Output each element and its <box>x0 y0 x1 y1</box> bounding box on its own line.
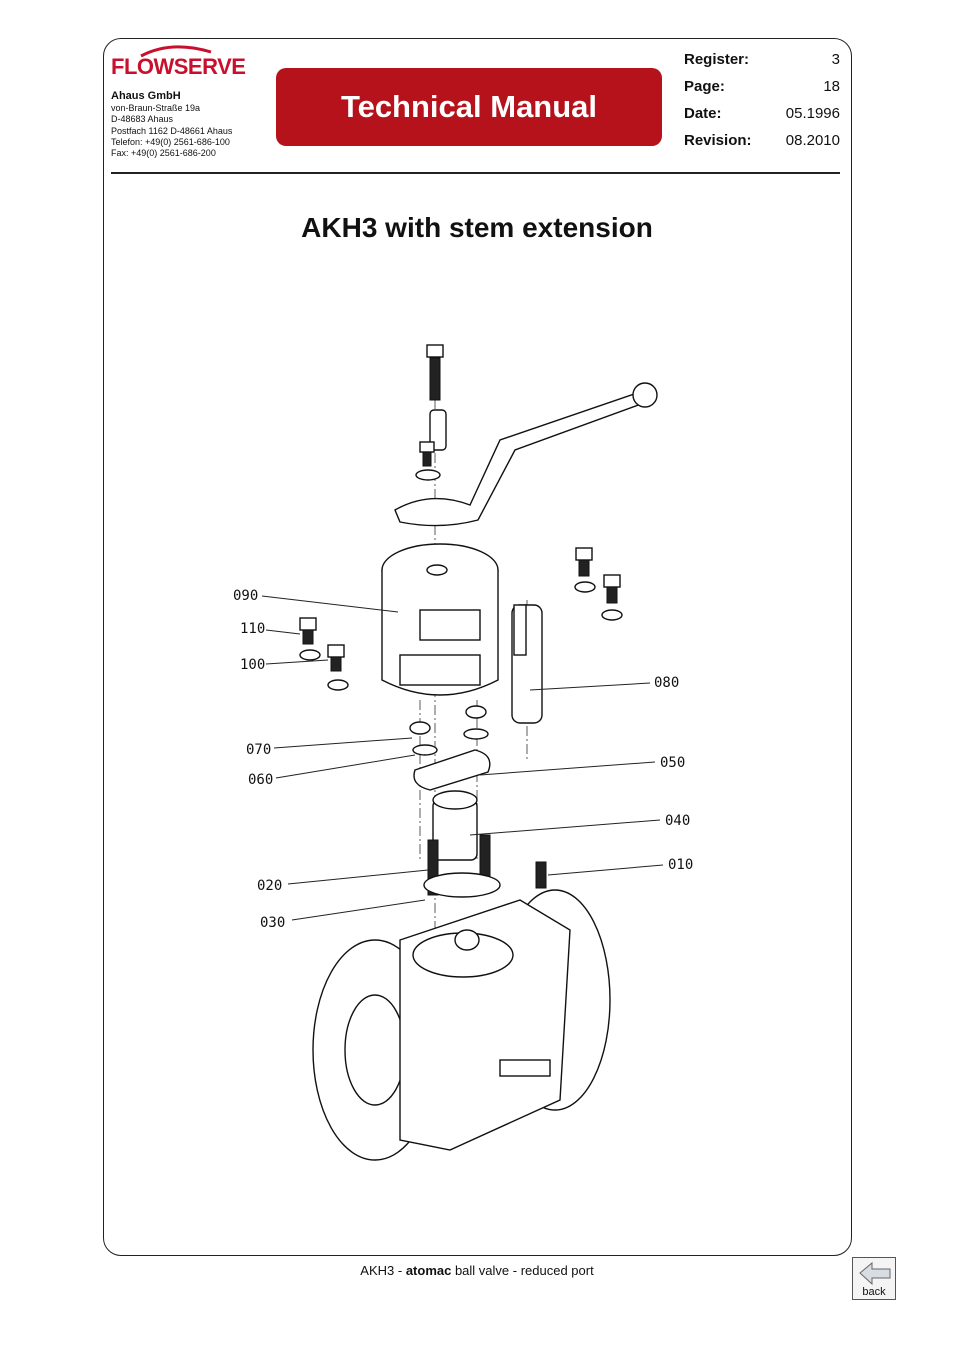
back-label: back <box>862 1286 886 1298</box>
callout-label: 080 <box>654 675 679 691</box>
company-name: Ahaus GmbH <box>111 90 181 102</box>
arrow-left-icon <box>859 1261 891 1286</box>
manual-banner: Technical Manual <box>276 68 662 146</box>
document-meta: Register: 3 Page: 18 Date: 05.1996 Revision… <box>684 46 840 154</box>
callout-label: 020 <box>257 878 282 894</box>
meta-label: Register: <box>684 51 750 68</box>
meta-row-register: Register: 3 <box>684 46 840 73</box>
footer-suffix: ball valve - reduced port <box>451 1263 594 1278</box>
company-address: Ahaus GmbH von-Braun-Straße 19a D-48683 … <box>111 90 232 159</box>
meta-row-page: Page: 18 <box>684 73 840 100</box>
page-footer: AKH3 - atomac ball valve - reduced port <box>0 1263 954 1278</box>
meta-value: 18 <box>823 78 840 95</box>
footer-prefix: AKH3 - <box>360 1263 406 1278</box>
flowserve-logo: FLOWSERVE <box>111 54 246 79</box>
address-line: D-48683 Ahaus <box>111 114 174 125</box>
page-frame <box>103 38 852 1256</box>
callout-label: 050 <box>660 755 685 771</box>
logo-swoosh-icon <box>140 45 212 58</box>
callout-label: 010 <box>668 857 693 873</box>
callout-label: 090 <box>233 588 258 604</box>
meta-label: Page: <box>684 78 725 95</box>
callout-label: 060 <box>248 772 273 788</box>
footer-brand: atomac <box>405 1263 452 1278</box>
fax-line: Fax: +49(0) 2561-686-200 <box>111 148 216 159</box>
meta-row-date: Date: 05.1996 <box>684 100 840 127</box>
meta-value: 08.2010 <box>785 132 840 149</box>
callout-label: 070 <box>246 742 271 758</box>
callout-label: 110 <box>240 621 265 637</box>
page-title: AKH3 with stem extension <box>301 212 653 243</box>
address-line: Postfach 1162 D-48661 Ahaus <box>111 125 233 136</box>
callout-label: 040 <box>665 813 690 829</box>
address-line: von-Braun-Straße 19a <box>111 103 201 113</box>
callout-label: 100 <box>240 657 265 673</box>
meta-row-revision: Revision: 08.2010 <box>684 127 840 154</box>
meta-value: 3 <box>831 51 840 68</box>
phone-line: Telefon: +49(0) 2561-686-100 <box>111 136 230 147</box>
meta-label: Revision: <box>684 132 752 149</box>
back-button[interactable]: back <box>852 1257 896 1300</box>
callout-label: 030 <box>260 915 285 931</box>
exploded-valve-drawing: 090 110 100 070 060 020 030 080 050 040 … <box>233 344 693 1161</box>
header-divider <box>111 172 840 174</box>
meta-value: 05.1996 <box>785 105 840 122</box>
meta-label: Date: <box>684 105 722 122</box>
